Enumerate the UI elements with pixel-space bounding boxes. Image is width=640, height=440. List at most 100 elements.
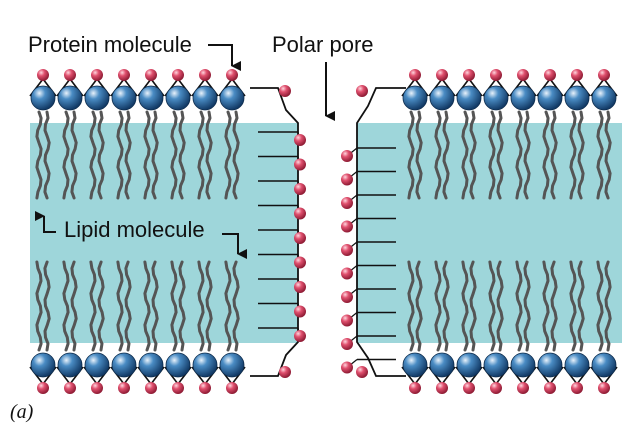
lipid-tail bbox=[469, 260, 477, 352]
lipid-head bbox=[537, 352, 563, 378]
polar-group bbox=[118, 69, 130, 81]
panel-label: (a) bbox=[10, 401, 34, 423]
polar-group bbox=[571, 382, 583, 394]
lipid-head bbox=[219, 352, 245, 378]
polar-group bbox=[37, 382, 49, 394]
lipid-head bbox=[591, 352, 617, 378]
lipid-head bbox=[30, 352, 56, 378]
lipid-tail bbox=[35, 260, 43, 352]
polar-group bbox=[64, 382, 76, 394]
lipid-head bbox=[483, 352, 509, 378]
polar-group bbox=[226, 382, 238, 394]
lipid-head bbox=[429, 352, 455, 378]
lipid-tail bbox=[178, 260, 186, 352]
polar-group bbox=[598, 382, 610, 394]
polar-group bbox=[463, 382, 475, 394]
lipid-tail bbox=[488, 110, 496, 200]
lipid-group-right bbox=[401, 69, 618, 394]
lipid-head bbox=[192, 352, 218, 378]
lipid-head bbox=[402, 352, 428, 378]
polar-group bbox=[341, 150, 353, 162]
polar-group bbox=[172, 382, 184, 394]
lipid-tail bbox=[151, 260, 159, 352]
lipid-head bbox=[537, 85, 563, 111]
lipid-tail bbox=[442, 110, 450, 200]
lipid-tail bbox=[604, 110, 612, 200]
lipid-tail bbox=[97, 260, 105, 352]
lipid-tail bbox=[232, 110, 240, 200]
polar-group bbox=[571, 69, 583, 81]
lipid-tail bbox=[434, 260, 442, 352]
polar-group bbox=[544, 69, 556, 81]
protein-molecule-label: Protein molecule bbox=[28, 32, 192, 57]
polar-group bbox=[517, 69, 529, 81]
polar-group bbox=[279, 366, 291, 378]
lipid-tail bbox=[596, 110, 604, 200]
polar-pore-label: Polar pore bbox=[272, 32, 374, 57]
polar-group bbox=[294, 207, 306, 220]
lipid-tail bbox=[515, 110, 523, 200]
polar-group bbox=[199, 69, 211, 81]
polar-group bbox=[294, 281, 306, 293]
lipid-tail bbox=[170, 110, 178, 200]
lipid-tail bbox=[496, 260, 504, 352]
polar-group bbox=[409, 69, 421, 81]
polar-group bbox=[341, 361, 353, 374]
polar-group bbox=[294, 330, 306, 342]
lipid-head bbox=[165, 85, 191, 111]
lipid-tail bbox=[143, 260, 151, 352]
lipid-tail bbox=[170, 260, 178, 352]
polar-group bbox=[91, 382, 103, 394]
lipid-tail bbox=[35, 110, 43, 200]
polar-group bbox=[294, 232, 306, 244]
polar-group bbox=[279, 85, 291, 97]
polar-group bbox=[226, 69, 238, 81]
lipid-tail bbox=[124, 110, 132, 200]
lipid-tail bbox=[407, 110, 415, 200]
lipid-tail bbox=[523, 260, 531, 352]
polar-group bbox=[436, 69, 448, 81]
lipid-tail bbox=[496, 110, 504, 200]
lipid-tail bbox=[178, 110, 186, 200]
lipid-tail bbox=[442, 260, 450, 352]
polar-group bbox=[37, 69, 49, 81]
lipid-head bbox=[483, 85, 509, 111]
lipid-tail bbox=[224, 260, 232, 352]
lipid-tail bbox=[205, 110, 213, 200]
lipid-head bbox=[57, 85, 83, 111]
polar-group bbox=[409, 382, 421, 394]
lipid-tail bbox=[569, 260, 577, 352]
lipid-tail bbox=[197, 260, 205, 352]
lipid-tail bbox=[116, 260, 124, 352]
lipid-tail bbox=[232, 260, 240, 352]
polar-group bbox=[91, 69, 103, 81]
lipid-tail bbox=[604, 260, 612, 352]
lipid-tail bbox=[43, 110, 51, 200]
lipid-head bbox=[30, 85, 56, 111]
lipid-head bbox=[429, 85, 455, 111]
polar-group bbox=[341, 267, 353, 280]
polar-group bbox=[341, 197, 353, 209]
lipid-label-backdrop bbox=[58, 213, 226, 245]
lipid-tail bbox=[461, 260, 469, 352]
lipid-molecule-label: Lipid molecule bbox=[64, 217, 205, 242]
lipid-tail bbox=[415, 110, 423, 200]
polar-group bbox=[544, 382, 556, 394]
polar-group bbox=[341, 220, 353, 233]
lipid-head bbox=[84, 85, 110, 111]
lipid-tail bbox=[596, 260, 604, 352]
polar-group bbox=[294, 134, 306, 146]
lipid-tail bbox=[89, 110, 97, 200]
lipid-head bbox=[510, 85, 536, 111]
polar-group bbox=[64, 69, 76, 81]
lipid-head bbox=[111, 85, 137, 111]
lipid-tail bbox=[577, 260, 585, 352]
polar-group bbox=[436, 382, 448, 394]
lipid-tail bbox=[43, 260, 51, 352]
polar-group bbox=[145, 382, 157, 394]
lipid-head bbox=[192, 85, 218, 111]
lipid-head bbox=[510, 352, 536, 378]
polar-group bbox=[341, 338, 353, 350]
lipid-head bbox=[219, 85, 245, 111]
lipid-tail bbox=[197, 110, 205, 200]
